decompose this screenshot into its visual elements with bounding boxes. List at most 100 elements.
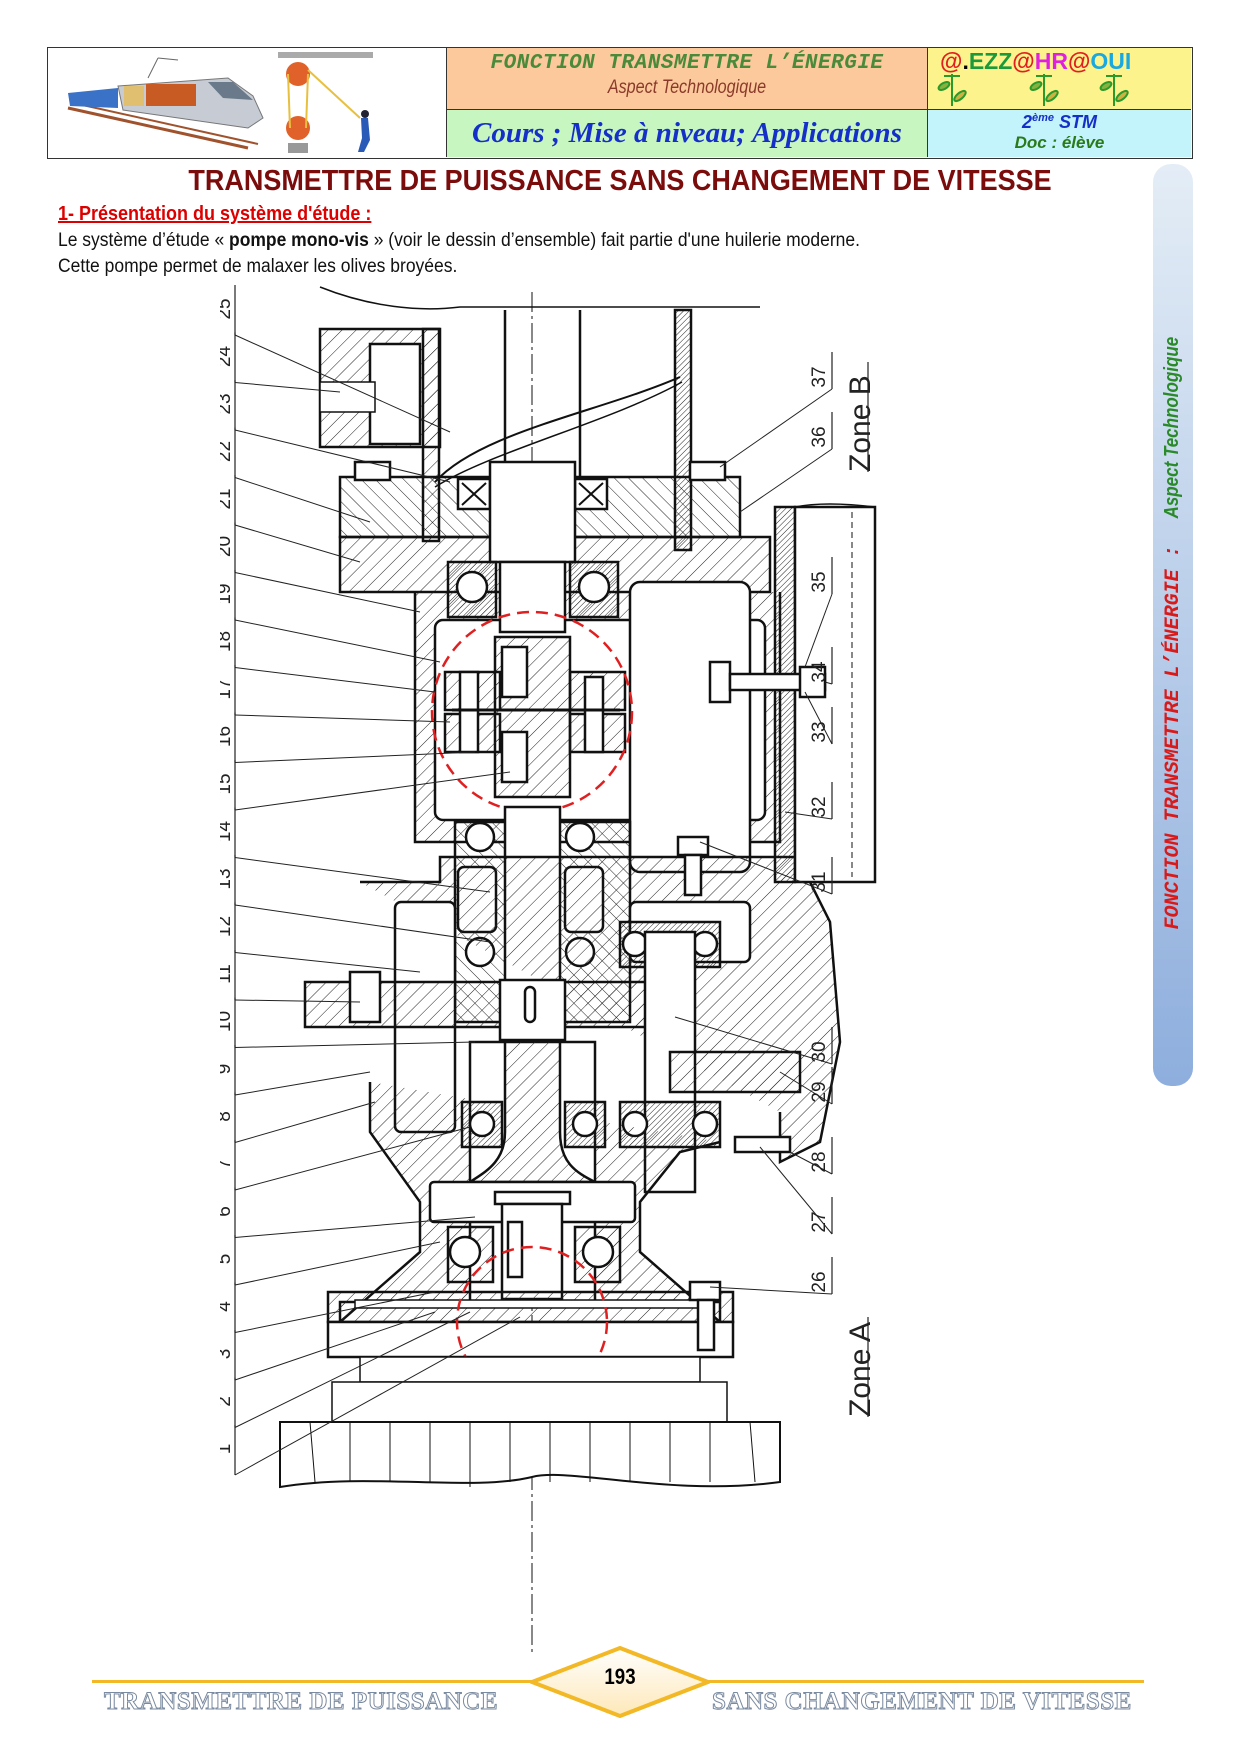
zone-b-label: Zone B (844, 375, 877, 472)
svg-text:37: 37 (809, 366, 830, 387)
part-label-6: 6 (220, 1187, 476, 1238)
svg-text:6: 6 (220, 1206, 235, 1217)
header-title: FONCTION TRANSMETTRE L’ÉNERGIE (490, 52, 884, 75)
svg-text:26: 26 (809, 1271, 830, 1292)
svg-text:33: 33 (809, 721, 830, 742)
svg-text:20: 20 (220, 536, 235, 557)
header-subtitle: Aspect Technologique (607, 77, 767, 98)
drawing-body (279, 286, 877, 1652)
svg-text:23: 23 (220, 393, 235, 414)
header-title-cell: FONCTION TRANSMETTRE L’ÉNERGIE Aspect Te… (447, 48, 928, 110)
side-banner-text: FONCTION TRANSMETTRE L’ÉNERGIE : Aspect … (1161, 336, 1185, 930)
logo-text: @.EZZ@HR@OUI (940, 48, 1132, 74)
part-label-11: 11 (220, 950, 361, 1003)
part-label-26: 26 (709, 1257, 833, 1295)
level-label: 2ème STM (1021, 112, 1098, 132)
part-label-30: 30 (674, 1016, 833, 1065)
svg-text:5: 5 (220, 1254, 235, 1265)
part-label-8: 8 (220, 1092, 376, 1143)
part-label-29: 29 (779, 1067, 833, 1105)
left-part-labels: 2524232221201918171615141312111098765432… (220, 285, 521, 1476)
svg-text:25: 25 (220, 298, 235, 319)
author-logo: @.EZZ@HR@OUI (928, 48, 1191, 110)
svg-text:13: 13 (220, 868, 235, 889)
svg-text:3: 3 (220, 1349, 235, 1360)
section-title: 1- Présentation du système d'étude : (58, 203, 372, 225)
svg-text:17: 17 (220, 678, 235, 699)
svg-text:4: 4 (220, 1301, 235, 1312)
svg-text:7: 7 (220, 1159, 235, 1170)
svg-text:2: 2 (220, 1396, 235, 1407)
svg-text:27: 27 (809, 1211, 830, 1232)
part-label-2: 2 (220, 1311, 471, 1428)
part-label-1: 1 (220, 1316, 521, 1476)
footer-text-right: SANS CHANGEMENT DE VITESSE (712, 1688, 1132, 1716)
intro-paragraph-1: Le système d’étude « pompe mono-vis » (v… (58, 230, 860, 251)
part-label-21: 21 (220, 475, 361, 563)
part-label-28: 28 (789, 1137, 833, 1175)
part-label-22: 22 (220, 427, 371, 523)
part-label-10: 10 (220, 997, 476, 1048)
system-name: pompe mono-vis (229, 230, 369, 251)
svg-text:28: 28 (809, 1151, 830, 1172)
intro-paragraph-2: Cette pompe permet de malaxer les olives… (58, 256, 458, 277)
part-label-3: 3 (220, 1311, 436, 1381)
part-label-7: 7 (220, 1126, 471, 1191)
pulley-hoist-illustration (278, 52, 373, 153)
svg-text:Zone A: Zone A (844, 1322, 877, 1417)
doc-type-label: Doc : élève (1014, 133, 1105, 152)
page-number-badge (530, 1646, 710, 1718)
svg-text:Zone B: Zone B (844, 375, 877, 472)
part-label-18: 18 (220, 617, 436, 693)
part-label-35: 35 (804, 557, 833, 668)
course-cell: Cours ; Mise à niveau; Applications (447, 110, 928, 157)
page-number: 193 (604, 1664, 636, 1689)
course-label: Cours ; Mise à niveau; Applications (472, 117, 902, 149)
part-label-12: 12 (220, 902, 421, 973)
header-table: FONCTION TRANSMETTRE L’ÉNERGIE Aspect Te… (47, 47, 1193, 159)
svg-text:21: 21 (220, 488, 235, 509)
page-title: TRANSMETTRE DE PUISSANCE SANS CHANGEMENT… (188, 165, 1052, 197)
svg-text:35: 35 (809, 571, 830, 592)
part-label-9: 9 (220, 1045, 371, 1096)
part-label-13: 13 (220, 855, 491, 943)
svg-text:14: 14 (220, 821, 235, 843)
header-illustrations (48, 48, 447, 157)
svg-text:12: 12 (220, 916, 235, 937)
svg-text:10: 10 (220, 1011, 235, 1032)
footer-line-left (92, 1680, 532, 1683)
part-label-20: 20 (220, 522, 421, 613)
part-label-14: 14 (220, 807, 491, 893)
right-part-labels: 37 36 35 34 33 32 31 30 29 28 27 26 (674, 352, 833, 1295)
svg-text:9: 9 (220, 1064, 235, 1075)
part-label-27: 27 (759, 1146, 833, 1235)
part-label-32: 32 (784, 782, 833, 820)
footer-line-right (708, 1680, 1144, 1683)
svg-text:24: 24 (220, 346, 235, 368)
part-label-31: 31 (699, 841, 833, 895)
part-label-37: 37 (719, 352, 833, 468)
part-label-25: 25 (220, 285, 451, 433)
part-label-15: 15 (220, 760, 511, 811)
svg-text:32: 32 (809, 796, 830, 817)
part-label-5: 5 (220, 1235, 441, 1286)
svg-text:19: 19 (220, 583, 235, 604)
svg-text:1: 1 (220, 1444, 235, 1455)
part-label-24: 24 (220, 332, 341, 393)
assembly-drawing: 2524232221201918171615141312111098765432… (220, 285, 877, 1652)
svg-text:15: 15 (220, 773, 235, 794)
zone-a-label: Zone A (844, 1322, 877, 1417)
footer-text-left: TRANSMETTRE DE PUISSANCE (103, 1688, 499, 1716)
svg-text:30: 30 (809, 1041, 830, 1062)
svg-text:22: 22 (220, 441, 235, 462)
part-label-23: 23 (220, 380, 451, 483)
part-label-33: 33 (804, 691, 833, 745)
part-label-4: 4 (220, 1282, 436, 1333)
svg-text:29: 29 (809, 1081, 830, 1102)
svg-text:34: 34 (809, 661, 830, 683)
svg-text:36: 36 (809, 426, 830, 447)
level-cell: 2ème STM Doc : élève (928, 110, 1191, 157)
part-label-16: 16 (220, 712, 476, 763)
part-label-36: 36 (739, 412, 833, 513)
svg-text:11: 11 (220, 964, 235, 984)
